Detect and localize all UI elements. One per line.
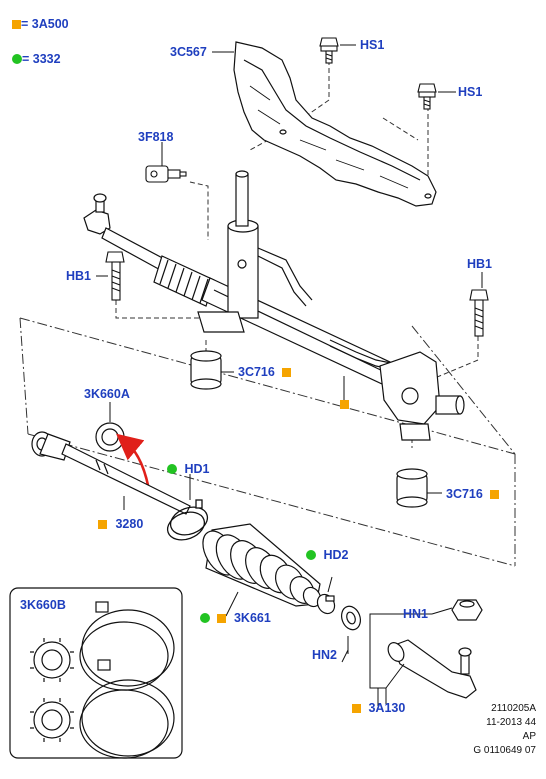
hs1-bolt-mid [417,83,437,110]
label-3280-text: 3280 [115,517,144,531]
inset-3k660b [9,587,183,759]
ring-3k660a [95,422,125,452]
label-3280: 3280 [98,517,143,531]
footer-line-2: 11-2013 44 [486,717,536,728]
label-3k660b: 3K660B [20,598,66,612]
hs1-bolt-top [319,37,339,64]
boot-3k661 [202,523,322,608]
legend-square: = 3A500 [12,17,69,31]
hn1-bracket [189,474,453,706]
hb1-bolt-left [105,251,125,301]
footer-line-4: G 0110649 07 [473,745,536,756]
sensor-3f818 [145,165,187,183]
label-3k660a: 3K660A [84,387,130,401]
tie-rod-end-3a130 [387,639,477,699]
circle-symbol-icon [200,613,210,623]
label-3c567: 3C567 [170,45,207,59]
label-hd1: HD1 [167,462,210,476]
label-3c716-left: 3C716 [238,365,292,379]
label-hb1-left: HB1 [66,269,92,283]
circle-symbol-icon [12,54,22,64]
label-hn2: HN2 [312,648,338,662]
label-hd2-text: HD2 [323,548,349,562]
frame-lines [19,317,516,567]
label-3a130-text: 3A130 [368,701,406,715]
label-3k661: 3K661 [200,611,271,625]
label-3c716-right: 3C716 [446,487,500,501]
legend-square-text: = 3A500 [21,17,69,31]
label-3f818: 3F818 [138,130,174,144]
label-hd2: HD2 [306,548,349,562]
square-symbol-icon [98,520,107,529]
square-symbol-icon [352,704,361,713]
nut-hn1 [451,599,483,621]
label-3c716-right-text: 3C716 [446,487,483,501]
square-symbol-icon [340,400,349,409]
footer-line-3: AP [522,731,536,742]
label-hs1-top: HS1 [360,38,385,52]
label-3k661-text: 3K661 [233,611,271,625]
label-3c716-left-text: 3C716 [238,365,275,379]
nut-hn2 [340,605,362,631]
legend-circle-text: = 3332 [22,52,61,66]
label-hd1-text: HD1 [184,462,210,476]
label-hb1-right: HB1 [467,257,493,271]
label-hn1: HN1 [403,607,429,621]
steering-rack [83,170,465,441]
circle-symbol-icon [167,464,177,474]
mount-bush-right [396,468,428,508]
clamp-hd1 [166,499,209,541]
legend-circle: = 3332 [12,52,61,66]
hb1-bolt-right [469,289,489,337]
circle-symbol-icon [306,550,316,560]
heat-shield [233,41,437,207]
clamp-hd2 [316,593,336,615]
mount-bush-left [190,350,222,390]
label-3a130: 3A130 [352,701,405,715]
square-symbol-icon [490,490,500,499]
footer-line-1: 2110205A [491,703,536,714]
square-symbol-icon [282,368,292,377]
square-symbol-icon [12,20,21,29]
tie-rod-3280 [31,431,191,515]
square-symbol-icon [217,614,227,623]
label-leaders [96,44,483,663]
label-hs1-mid: HS1 [458,85,483,99]
